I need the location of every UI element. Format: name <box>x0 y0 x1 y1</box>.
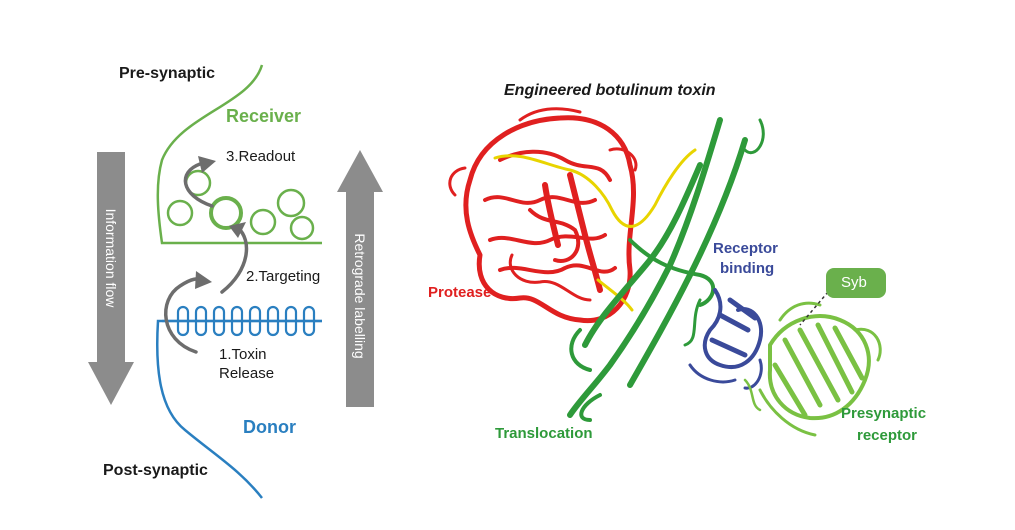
toxin-release-arrow <box>164 277 205 354</box>
step3-readout-label: 3.Readout <box>226 148 296 165</box>
receiver-label: Receiver <box>226 106 302 126</box>
toxin-title: Engineered botulinum toxin <box>504 82 716 99</box>
protease-label: Protease <box>428 284 492 301</box>
syb-connector-line <box>799 291 829 326</box>
information-flow-label: Information flow <box>103 208 119 308</box>
pre-synaptic-label: Pre-synaptic <box>119 65 216 82</box>
step1-toxin-label: 1.Toxin <box>219 346 267 363</box>
vesicle <box>166 199 194 227</box>
syb-label: Syb <box>841 274 867 291</box>
receptor-binding-label-line1: Receptor <box>713 240 779 257</box>
arrowhead-icon <box>229 222 246 238</box>
linker-belt <box>493 148 697 312</box>
donor-label: Donor <box>243 417 296 437</box>
syb-badge <box>826 268 886 298</box>
receptor-binding-label-line2: binding <box>720 260 775 277</box>
retrograde-labelling-label: Retrograde labelling <box>352 233 368 359</box>
presynaptic-receptor-domain <box>743 301 882 437</box>
step1-release-label: Release <box>219 365 275 382</box>
translocation-label: Translocation <box>495 425 593 442</box>
presynaptic-receptor-label-line2: receptor <box>857 427 918 444</box>
translocation-domain <box>567 117 765 422</box>
postsynaptic-membrane <box>155 319 322 499</box>
arrowhead-icon <box>195 271 212 289</box>
synaptic-vesicles <box>166 169 315 241</box>
vesicle-highlighted <box>209 196 243 230</box>
information-flow-arrow <box>88 152 134 405</box>
retrograde-labelling-arrow <box>337 150 383 407</box>
presynaptic-membrane <box>156 64 322 245</box>
step2-targeting-label: 2.Targeting <box>246 268 321 285</box>
vesicle <box>289 215 315 241</box>
post-synaptic-label: Post-synaptic <box>103 462 208 479</box>
readout-arrow <box>183 162 214 208</box>
targeting-arrow <box>220 226 249 294</box>
step-arrowheads <box>195 156 246 289</box>
vesicle <box>249 208 277 236</box>
arrowhead-icon <box>198 156 216 173</box>
receptor-binding-domain <box>688 288 764 390</box>
presynaptic-receptor-label-line1: Presynaptic <box>841 405 927 422</box>
vesicle <box>276 188 306 218</box>
donor-protein-chain <box>162 305 322 337</box>
